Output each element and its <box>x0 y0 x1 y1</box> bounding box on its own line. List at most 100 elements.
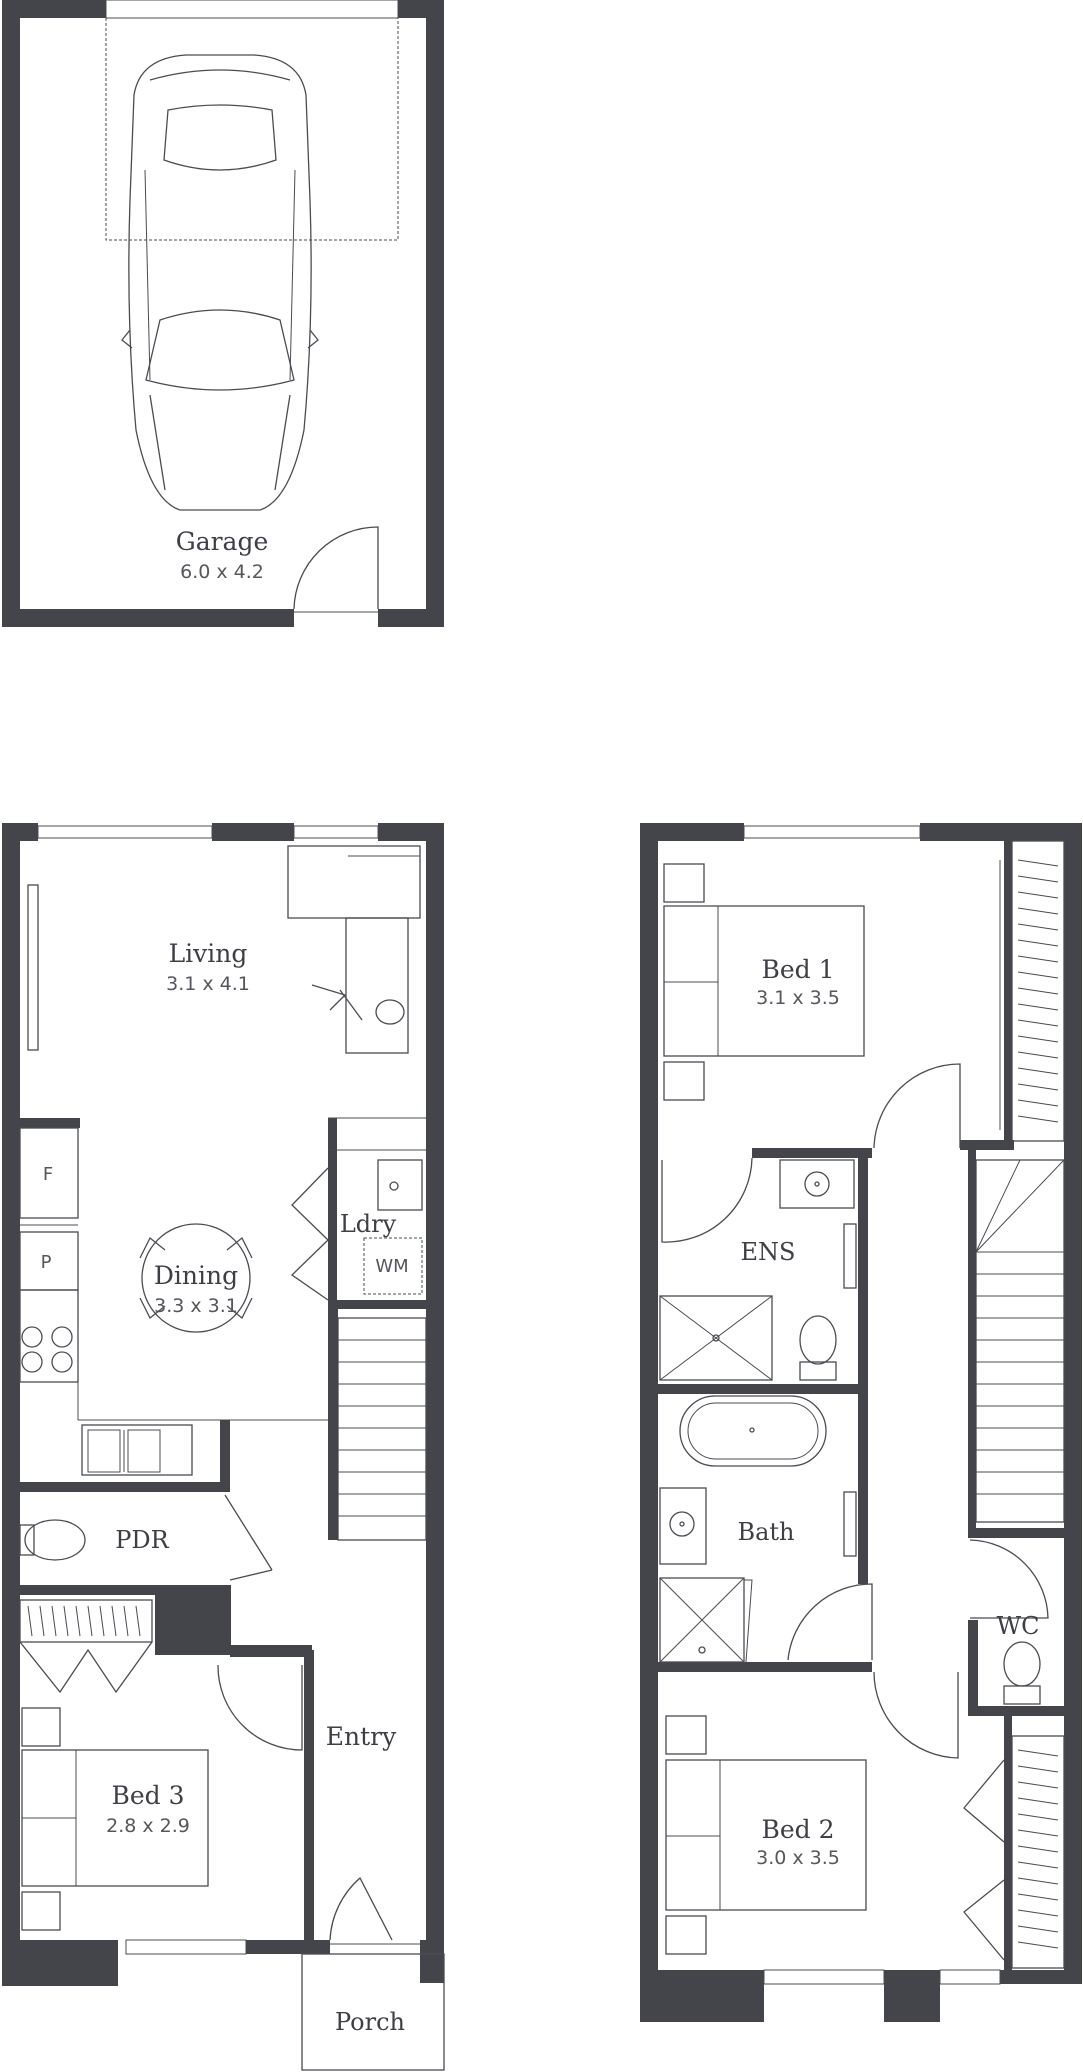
gf-wall-north-3 <box>378 823 444 841</box>
garage-door-track <box>105 17 399 241</box>
ens-vanity <box>779 1159 855 1209</box>
ff-wall-south-3 <box>1000 1970 1082 1984</box>
bath-label: Bath <box>737 1518 794 1546</box>
ff-wall-north-2 <box>920 823 1082 841</box>
bed2-door-swing <box>873 1671 959 1759</box>
bath-mirror <box>843 1491 857 1557</box>
ff-window-north <box>743 825 921 839</box>
bedside-bed2-top <box>665 1715 707 1755</box>
living-size: 3.1 x 4.1 <box>166 973 250 995</box>
dining-size: 3.3 x 3.1 <box>154 1295 238 1317</box>
pantry-label: P <box>41 1252 52 1273</box>
bath-wall-east <box>858 1384 868 1584</box>
wc-door-swing <box>969 1539 1049 1619</box>
laundry-label: Ldry <box>340 1210 397 1238</box>
ens-mirror <box>843 1223 857 1289</box>
ff-wall-west <box>640 823 658 1978</box>
washing-machine <box>363 1237 423 1295</box>
garage-wall-north-left <box>2 0 106 18</box>
bedside-bed1-top <box>663 863 705 903</box>
gf-wall-west <box>2 823 20 1940</box>
dining-label: Dining <box>154 1261 238 1290</box>
pdr-wall-south <box>20 1585 160 1595</box>
bed1-label: Bed 1 <box>761 955 834 984</box>
gf-wall-north-1 <box>2 823 38 841</box>
bedside-bed3-bottom <box>21 1891 61 1931</box>
stairs-ground <box>337 1317 427 1541</box>
bed3-door-swing <box>217 1664 303 1751</box>
bed-bed2 <box>665 1759 867 1911</box>
garage-wall-south-right <box>378 609 444 627</box>
gf-window-north-1 <box>37 825 213 839</box>
gf-wall-south-mid <box>246 1940 330 1954</box>
robe-doors-bed2 <box>963 1759 1005 1961</box>
toilet-pdr <box>24 1519 86 1561</box>
wc-toilet <box>1003 1641 1041 1687</box>
stair-wall-upper <box>968 1148 976 1528</box>
bed1-wall-south <box>960 1140 1014 1150</box>
ff-wall-north-1 <box>640 823 744 841</box>
ens-label: ENS <box>741 1238 796 1266</box>
garage-wall-west <box>2 0 20 627</box>
car-icon <box>121 54 319 511</box>
gf-wall-north-2 <box>212 823 294 841</box>
bed-bed1 <box>663 905 865 1057</box>
wc-wall-north <box>968 1528 1064 1538</box>
robe-bed3 <box>19 1599 153 1643</box>
bed2-robe-wall <box>1004 1716 1012 1970</box>
garage-wall-south-left <box>2 609 294 627</box>
pdr-wall-block <box>155 1585 231 1655</box>
ground-floor-plan: Living 3.1 x 4.1 F P Dining 3. <box>2 823 445 2071</box>
porch-area <box>301 1953 445 2071</box>
ff-wall-south-2 <box>884 1970 940 2022</box>
pdr-wall-east <box>220 1420 230 1492</box>
sofa-chaise <box>345 917 409 1054</box>
pdr-label: PDR <box>115 1526 169 1554</box>
bath-wall-south <box>658 1662 872 1672</box>
wc-wall-west <box>968 1620 978 1716</box>
robe-bed2 <box>1011 1735 1065 1969</box>
gf-wall-south-right <box>420 1940 444 1983</box>
garage-door-opening <box>105 0 399 19</box>
gf-wall-south-left <box>2 1940 118 1986</box>
ff-window-south-2 <box>939 1969 1001 1985</box>
ens-wall-north <box>752 1148 872 1158</box>
bed3-wall-east <box>304 1650 314 1940</box>
bed1-door-swing <box>873 1063 961 1149</box>
ff-wall-east <box>1064 823 1082 1978</box>
ens-shower <box>659 1295 773 1381</box>
garage-label: Garage <box>176 527 269 556</box>
ff-wall-south-1 <box>640 1970 764 2022</box>
entry-door-swing <box>329 1876 393 1941</box>
garage-wall-north-right <box>398 0 444 18</box>
ens-door-swing <box>661 1157 753 1243</box>
gf-wall-east <box>426 823 444 1983</box>
bath-shower <box>659 1577 745 1663</box>
bed3-size: 2.8 x 2.9 <box>106 1815 190 1837</box>
garage-wall-east <box>426 0 444 627</box>
robe-bed1 <box>1011 840 1065 1142</box>
bath-vanity <box>659 1487 707 1565</box>
wc-wall-south <box>968 1706 1082 1716</box>
robe-wall-bed1 <box>1004 841 1012 1141</box>
pdr-door-swing <box>224 1494 273 1581</box>
sofa <box>287 845 421 919</box>
ens-wall-east <box>858 1148 868 1388</box>
tv-unit <box>27 884 39 1051</box>
cooktop-icon <box>21 1326 73 1373</box>
plant-icon <box>311 984 405 1025</box>
bedside-bed3-top <box>21 1707 61 1747</box>
kitchen-wall-stub <box>20 1118 80 1128</box>
wc-label: WC <box>996 1612 1039 1640</box>
bed1-size: 3.1 x 3.5 <box>756 987 840 1009</box>
garage-plan: Garage 6.0 x 4.2 <box>2 0 444 627</box>
fridge <box>19 1127 79 1219</box>
entry-label: Entry <box>326 1722 397 1751</box>
living-label: Living <box>169 939 248 968</box>
first-floor-plan: Bed 1 3.1 x 3.5 ENS Bath <box>640 823 1082 2022</box>
porch-label: Porch <box>335 2008 405 2036</box>
bed2-size: 3.0 x 3.5 <box>756 1847 840 1869</box>
ens-wall-south <box>658 1384 868 1394</box>
washer-label: WM <box>375 1256 408 1277</box>
